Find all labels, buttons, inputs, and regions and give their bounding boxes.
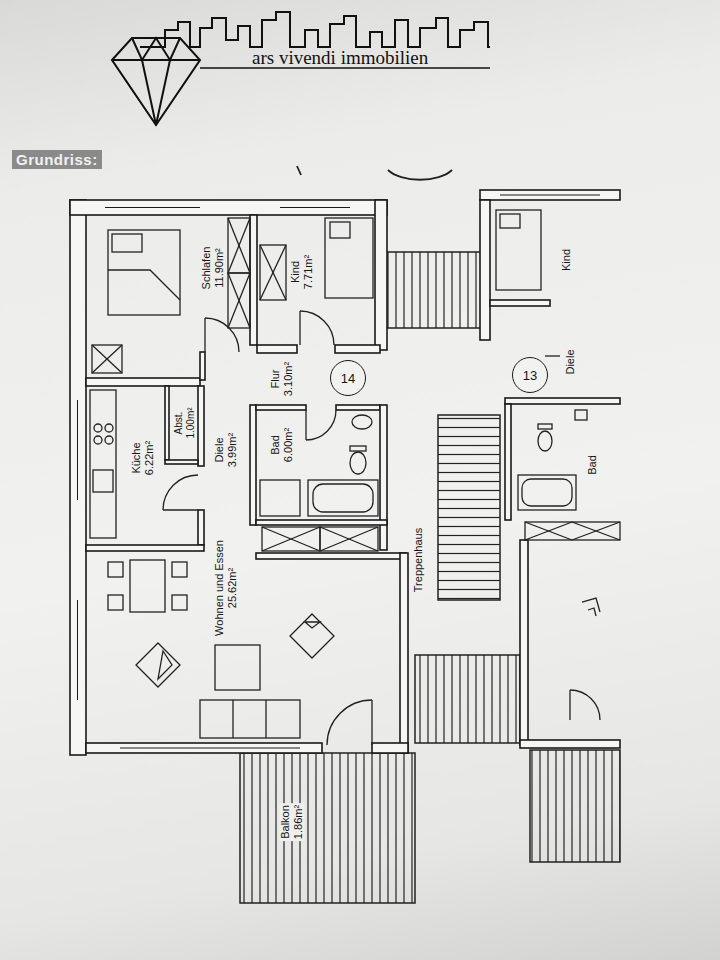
room-name: Küche — [130, 441, 143, 475]
room-label: Kind — [560, 249, 573, 271]
plan-marks — [297, 166, 452, 180]
room-label: Schlafen11.90m² — [200, 247, 225, 290]
room-name: Diele — [564, 349, 577, 374]
room-name: Kind — [289, 255, 302, 289]
room-name: Bad — [269, 428, 282, 462]
room-area-size: 3.10m² — [282, 362, 295, 396]
room-area-size: 6.22m² — [143, 441, 156, 475]
room-area: Diele — [550, 320, 590, 400]
room-area-size: 1.00m² — [184, 407, 196, 438]
room-name: Balkon — [279, 805, 292, 839]
logo-diamond — [112, 38, 200, 125]
room-label: Diele3.99m² — [213, 433, 238, 467]
windows — [78, 195, 601, 748]
room-name: Kind — [560, 249, 573, 271]
callout-circle: 13 — [512, 357, 548, 393]
hatched-areas — [240, 252, 620, 903]
room-label: Diele — [564, 349, 577, 374]
room-area: Wohnen und Essen25.62m² — [86, 540, 400, 743]
plan-heading: Grundriss: — [12, 150, 102, 169]
room-label: Bad — [586, 455, 599, 475]
room-name: Flur — [269, 362, 282, 396]
room-area: Bad6.00m² — [256, 410, 380, 520]
room-area: Balkon1.86m² — [240, 753, 415, 903]
room-area-size: 6.00m² — [282, 428, 295, 462]
brand-name: ars vivendi immobilien — [252, 47, 428, 69]
room-area: Bad — [510, 404, 620, 510]
room-name: Abst. — [173, 407, 185, 438]
room-area: Flur3.10m² — [256, 353, 326, 405]
room-name: Schlafen — [200, 247, 213, 290]
room-name: Bad — [586, 455, 599, 475]
room-area: Küche6.22m² — [86, 386, 165, 545]
room-label: Abst.1.00m² — [173, 407, 196, 438]
room-label: Treppenhaus — [412, 528, 425, 592]
furniture — [90, 210, 620, 745]
room-area-size: 25.62m² — [226, 540, 239, 636]
callout-circle: 14 — [330, 360, 366, 396]
room-label: Wohnen und Essen25.62m² — [213, 540, 238, 636]
room-area-size: 1.86m² — [292, 805, 305, 839]
callout-number: 13 — [523, 368, 537, 383]
room-label: Balkon1.86m² — [279, 803, 304, 841]
room-label: Kind7.71m² — [289, 255, 314, 289]
room-area: Diele3.99m² — [204, 353, 250, 525]
room-name: Diele — [213, 433, 226, 467]
room-label: Bad6.00m² — [269, 428, 294, 462]
room-name: Treppenhaus — [412, 528, 425, 592]
room-label: Flur3.10m² — [269, 362, 294, 396]
room-area: Treppenhaus — [400, 335, 520, 655]
walls — [70, 190, 620, 755]
room-area: Kind7.71m² — [257, 215, 375, 345]
room-area-size: 11.90m² — [213, 247, 226, 290]
callout-number: 14 — [341, 371, 355, 386]
room-area-size: 3.99m² — [226, 433, 239, 467]
room-label: Küche6.22m² — [130, 441, 155, 475]
room-area: Abst.1.00m² — [169, 386, 198, 460]
room-area: Schlafen11.90m² — [86, 215, 250, 378]
room-area-size: 7.71m² — [302, 255, 315, 289]
room-name: Wohnen und Essen — [213, 540, 226, 636]
room-area: Kind — [490, 200, 580, 300]
